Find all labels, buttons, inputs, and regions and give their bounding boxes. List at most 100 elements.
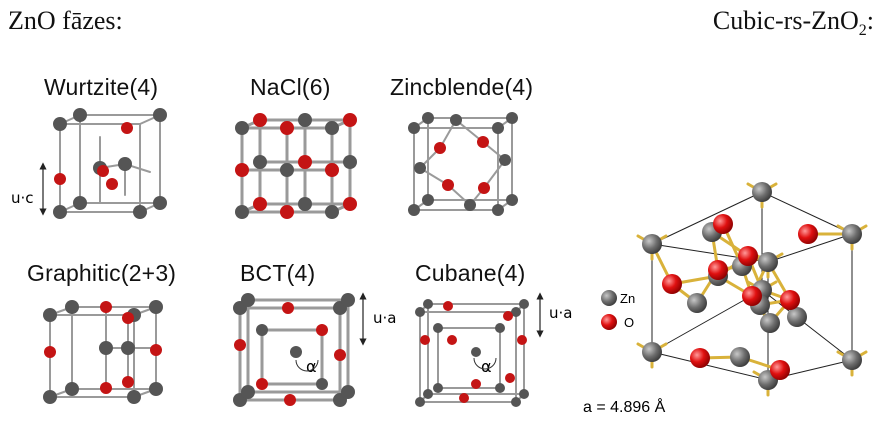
nacl-zn-atom — [298, 113, 312, 127]
rs-zn-atom — [842, 224, 862, 244]
nacl-o-atom — [343, 113, 357, 127]
cubane-o-atom — [420, 335, 430, 345]
rs-cell-edge — [651, 191, 763, 245]
heading-right-suffix: : — [866, 6, 874, 35]
graphitic-zn-atom — [149, 382, 163, 396]
nacl-o-atom — [343, 197, 357, 211]
rs-o-atom — [742, 286, 762, 306]
wurtzite-o-atom — [97, 165, 109, 177]
graphitic-zn-atom — [127, 390, 141, 404]
nacl-o-atom — [253, 197, 267, 211]
zincblende-zn-atom — [499, 154, 511, 166]
nacl-zn-atom — [235, 121, 249, 135]
cubane-zn-atom — [433, 323, 443, 333]
wurtzite-o-atom — [121, 122, 133, 134]
title-zincblende: Zincblende(4) — [390, 74, 534, 100]
legend: Zn O — [601, 290, 635, 330]
wurtzite-dim-label: u·c — [11, 189, 34, 207]
title-graphitic: Graphitic(2+3) — [27, 260, 177, 286]
zincblende-zn-atom — [450, 114, 462, 126]
cubane-zn-atom — [511, 397, 521, 407]
cubane-o-atom — [505, 373, 515, 383]
heading-right-text: Cubic-rs-ZnO — [712, 6, 859, 35]
title-cubane: Cubane(4) — [415, 260, 526, 286]
rs-zn-atom — [758, 252, 778, 272]
nacl-zn-atom — [298, 197, 312, 211]
cubane-o-atom — [459, 393, 469, 403]
graphitic-o-atom — [100, 301, 112, 313]
lattice-constant: a = 4.896 Å — [583, 397, 666, 416]
graphitic-zn-atom — [149, 300, 163, 314]
zincblende-zn-atom — [492, 204, 504, 216]
cubane-angle-arc — [473, 357, 497, 370]
cubane-zn-atom — [495, 383, 505, 393]
wurtzite-zn-atom — [118, 157, 132, 171]
nacl-o-atom — [280, 205, 294, 219]
cubane-zn-atom — [415, 397, 425, 407]
rs-cell-edge — [651, 351, 769, 381]
nacl-zn-atom — [325, 121, 339, 135]
title-bct: BCT(4) — [240, 260, 316, 286]
zincblende-zn-atom — [506, 112, 518, 124]
rs-zn-atom — [642, 342, 662, 362]
rs-zn-atom — [842, 350, 862, 370]
cubane-zn-atom — [519, 389, 529, 399]
nacl-o-atom — [235, 163, 249, 177]
heading-right-subscript: 2 — [858, 22, 867, 40]
rs-o-atom — [662, 274, 682, 294]
cubane-o-atom — [443, 301, 453, 311]
rs-o-atom — [770, 360, 790, 380]
cubane-angle-label: α — [481, 357, 492, 376]
bct-zn-atom — [241, 293, 255, 307]
wurtzite-zn-atom — [73, 108, 87, 122]
rs-o-atom — [708, 260, 728, 280]
graphitic-zn-atom — [121, 341, 135, 355]
wurtzite-dim-marker: u·c — [11, 162, 47, 216]
zincblende-o-atom — [434, 142, 446, 154]
title-wurtzite: Wurtzite(4) — [44, 74, 159, 100]
graphitic-zn-atom — [99, 341, 113, 355]
nacl-o-atom — [325, 163, 339, 177]
rs-zn-atom — [752, 182, 772, 202]
graphitic-o-atom — [150, 344, 162, 356]
graphitic-o-atom — [44, 346, 56, 358]
graphitic-zn-atom — [65, 382, 79, 396]
cubane-zn-atom — [423, 299, 433, 309]
rs-o-atom — [690, 348, 710, 368]
zincblende-o-atom — [442, 179, 454, 191]
cubane-zn-atom — [415, 307, 425, 317]
legend-zn-label: Zn — [620, 291, 635, 306]
bct-dim-marker: u·a — [359, 292, 396, 346]
wurtzite-zn-atom — [153, 196, 167, 210]
bct-zn-atom — [341, 385, 355, 399]
zincblende-zn-atom — [422, 112, 434, 124]
nacl-o-atom — [253, 113, 267, 127]
nacl-o-atom — [298, 155, 312, 169]
cubane-o-atom — [503, 311, 513, 321]
zincblende-zn-atom — [408, 122, 420, 134]
nacl-o-atom — [280, 121, 294, 135]
cubane-o-atom — [447, 335, 457, 345]
rs-zn-atom — [730, 347, 750, 367]
cubane-o-atom — [517, 335, 527, 345]
nacl-zn-atom — [280, 163, 294, 177]
graphitic-o-atom — [122, 376, 134, 388]
zincblende-zn-atom — [414, 162, 426, 174]
nacl-zn-atom — [235, 205, 249, 219]
wurtzite-o-atom — [54, 173, 66, 185]
cubane-zn-atom — [511, 307, 521, 317]
nacl-zn-atom — [343, 155, 357, 169]
rs-zn-atom — [642, 234, 662, 254]
bct-o-atom — [334, 349, 346, 361]
cubane-o-atom — [471, 379, 481, 389]
legend-o-label: O — [624, 315, 634, 330]
wurtzite-o-atom — [106, 178, 118, 190]
cubane-zn-atom — [495, 323, 505, 333]
rs-o-atom — [798, 224, 818, 244]
wurtzite-zn-atom — [73, 196, 87, 210]
graphitic-zn-atom — [43, 390, 57, 404]
rs-o-atom — [738, 246, 758, 266]
zincblende-zn-atom — [506, 194, 518, 206]
nacl-zn-atom — [253, 155, 267, 169]
